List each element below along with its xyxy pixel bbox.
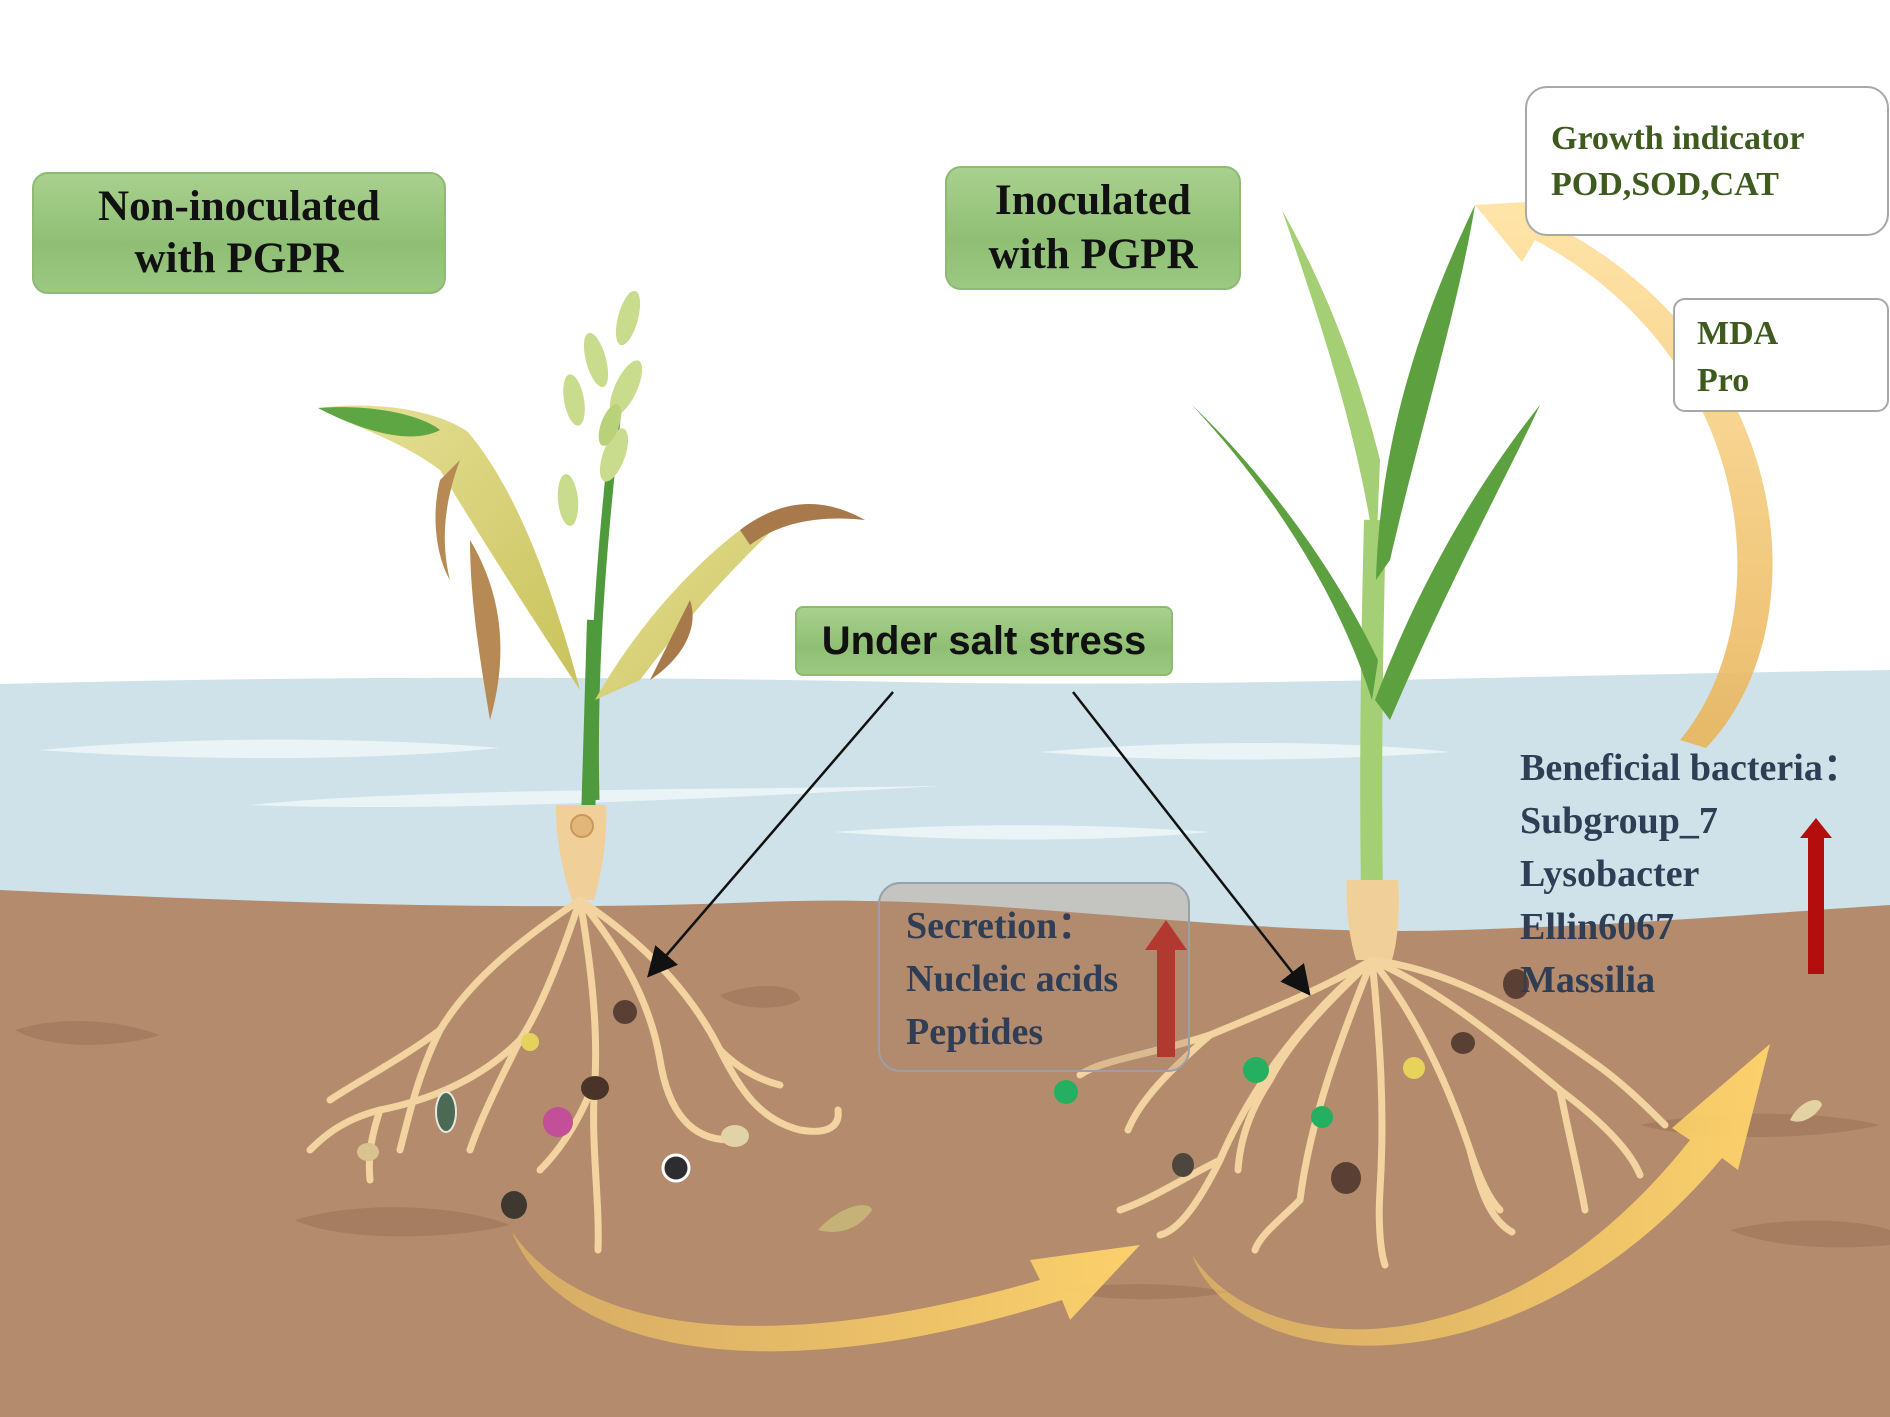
salt-stress-label: Under salt stress — [795, 606, 1173, 676]
bacteria-line-3: Lysobacter — [1520, 853, 1700, 895]
soil-patch — [720, 985, 800, 1008]
bacteria-line-2: Subgroup_7 — [1520, 800, 1718, 842]
water-highlight — [40, 739, 500, 759]
pointer-line-right — [1072, 691, 1311, 996]
secretion-box — [878, 882, 1190, 1072]
inoculated-line-2: with PGPR — [988, 231, 1198, 278]
non-inoculated-label: Non-inoculated with PGPR — [32, 172, 446, 294]
soil-patch — [1730, 1220, 1890, 1248]
salt-stress-text: Under salt stress — [821, 618, 1147, 663]
mda-line-2: Pro — [1697, 362, 1750, 399]
growth-line-1: Growth indicator — [1551, 120, 1805, 157]
mda-line-1: MDA — [1697, 315, 1779, 352]
bacteria-line-4: Ellin6067 — [1520, 906, 1675, 948]
flow-arrow-bottom-left — [512, 1232, 1140, 1352]
non-inoculated-line-1: Non-inoculated — [98, 183, 380, 230]
soil-patch — [1060, 1284, 1230, 1300]
growth-indicator-text: Growth indicator POD,SOD,CAT — [1551, 116, 1804, 208]
pointer-line-left — [647, 691, 894, 978]
bacteria-line-1: Beneficial bacteria： — [1520, 747, 1861, 789]
secretion-text: Secretion： Nucleic acids Peptides — [906, 900, 1118, 1059]
mda-pro-box — [1673, 298, 1889, 412]
inoculated-line-1: Inoculated — [995, 177, 1191, 224]
stressed-plant — [306, 290, 872, 1254]
secretion-line-3: Peptides — [906, 1011, 1044, 1053]
bacteria-up-arrow — [1800, 818, 1832, 974]
flow-arrow-up-right — [1475, 200, 1773, 748]
growth-line-2: POD,SOD,CAT — [1551, 166, 1779, 203]
non-inoculated-line-2: with PGPR — [134, 235, 344, 282]
beneficial-bacteria-text: Beneficial bacteria： Subgroup_7 Lysobact… — [1520, 742, 1861, 1007]
water-highlight — [835, 825, 1210, 840]
water-layer — [0, 670, 1890, 940]
soil-patch — [15, 1020, 160, 1045]
healthy-plant — [1054, 205, 1822, 1269]
growth-indicator-box — [1525, 86, 1889, 236]
inoculated-label: Inoculated with PGPR — [945, 166, 1241, 290]
flow-arrow-bottom-right — [1192, 1044, 1770, 1346]
water-highlight — [1040, 742, 1450, 760]
soil-patch — [295, 1207, 510, 1237]
secretion-line-2: Nucleic acids — [906, 958, 1119, 1000]
bacteria-line-5: Massilia — [1520, 959, 1656, 1001]
secretion-up-arrow — [1145, 920, 1187, 1057]
secretion-line-1: Secretion： — [906, 905, 1096, 947]
mda-pro-text: MDA Pro — [1697, 310, 1778, 404]
